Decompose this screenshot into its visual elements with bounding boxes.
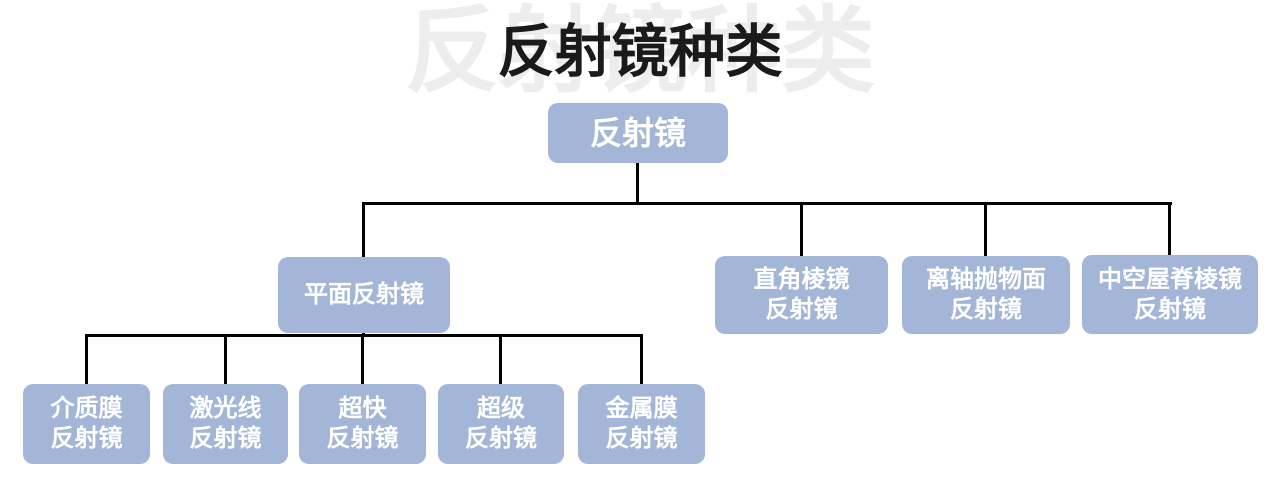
node-plane-mirror: 平面反射镜 bbox=[278, 257, 450, 333]
connector-drop-super bbox=[499, 334, 502, 386]
connector-drop-ultrafast bbox=[361, 334, 364, 386]
node-super-mirror: 超级 反射镜 bbox=[438, 384, 564, 464]
connector-drop-right-angle bbox=[800, 202, 803, 257]
connector-drop-metallic bbox=[640, 334, 643, 386]
connector-drop-laser-line bbox=[224, 334, 227, 386]
node-hollow-roof-prism-mirror: 中空屋脊棱镜 反射镜 bbox=[1082, 255, 1258, 334]
connector-drop-off-axis bbox=[984, 202, 987, 257]
node-dielectric-mirror: 介质膜 反射镜 bbox=[23, 384, 150, 464]
node-laser-line-mirror: 激光线 反射镜 bbox=[163, 384, 288, 464]
node-metallic-mirror: 金属膜 反射镜 bbox=[578, 384, 705, 464]
connector-root-stem bbox=[636, 163, 639, 205]
page-title-ghost: 反射镜种类 bbox=[404, 0, 875, 103]
connector-bottom-rail bbox=[85, 334, 643, 337]
node-right-angle-prism-mirror: 直角棱镜 反射镜 bbox=[715, 256, 888, 334]
connector-top-rail bbox=[362, 202, 1172, 205]
connector-drop-dielectric bbox=[85, 334, 88, 386]
connector-drop-hollow-roof bbox=[1168, 202, 1171, 256]
node-off-axis-parabolic-mirror: 离轴抛物面 反射镜 bbox=[902, 256, 1070, 334]
root-node-mirror: 反射镜 bbox=[548, 103, 728, 163]
connector-drop-plane bbox=[362, 202, 365, 258]
page-title: 反射镜种类 bbox=[497, 20, 783, 84]
node-ultrafast-mirror: 超快 反射镜 bbox=[299, 384, 426, 464]
connector-plane-stem bbox=[362, 330, 365, 337]
